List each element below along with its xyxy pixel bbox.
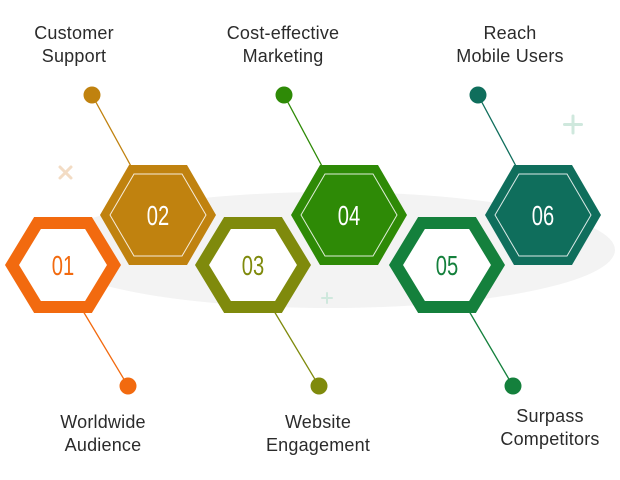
hexagon-steps: 01 02 03 04 05 06 (4, 165, 601, 313)
step-number: 04 (338, 201, 360, 232)
hexagon-shape (388, 217, 506, 313)
x-mark-icon (58, 165, 73, 180)
step-number: 02 (147, 201, 169, 232)
connector-line (465, 305, 514, 387)
step-number: 03 (242, 251, 264, 282)
hexagon-step-04: 04 (291, 165, 407, 265)
connector-lines (79, 86, 522, 395)
connector-line (477, 94, 518, 169)
connector-line (91, 94, 133, 169)
connector-dot (275, 86, 293, 104)
hexagon-step-03: 03 (194, 217, 312, 313)
step-number: 01 (52, 251, 74, 282)
hexagon-inner-outline (494, 173, 592, 257)
hexagon-shape (4, 217, 122, 313)
plus-mark-icon (321, 292, 333, 304)
hexagon-shape (485, 165, 601, 265)
connector-dot (83, 86, 101, 104)
connector-dot (504, 377, 522, 395)
hexagon-inner-outline (300, 173, 398, 257)
connector-dot (310, 377, 328, 395)
plus-mark-icon (563, 114, 583, 135)
hexagon-shape (291, 165, 407, 265)
hexagon-step-02: 02 (100, 165, 216, 265)
hexagon-step-01: 01 (4, 217, 122, 313)
step-number: 05 (436, 251, 458, 282)
connector-dot (119, 377, 137, 395)
connector-line (79, 305, 129, 387)
hexagon-inner-outline (109, 173, 207, 257)
hexagon-shape (194, 217, 312, 313)
connector-line (283, 94, 324, 169)
hexagon-step-05: 05 (388, 217, 506, 313)
connector-dot (469, 86, 487, 104)
step-number: 06 (532, 201, 554, 232)
connector-line (270, 305, 320, 387)
hexagon-step-06: 06 (485, 165, 601, 265)
hexagon-shape (100, 165, 216, 265)
